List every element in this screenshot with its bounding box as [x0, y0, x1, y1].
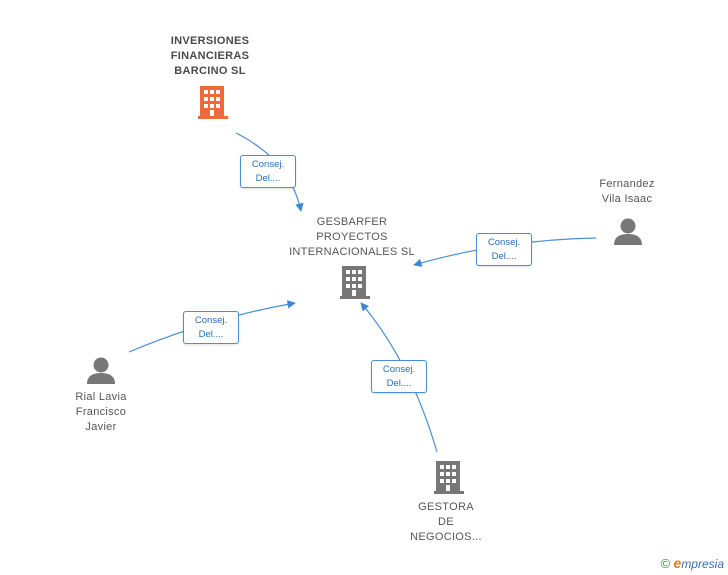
person-icon[interactable] — [87, 357, 115, 385]
edge-label-line: Del.... — [255, 173, 281, 184]
edge-label-gestora-gesbarfer[interactable]: Consej. Del.... — [371, 360, 427, 393]
copyright-icon: © — [660, 556, 671, 571]
building-icon[interactable] — [198, 86, 228, 119]
building-icon[interactable] — [340, 266, 370, 299]
node-label-rial[interactable]: Rial Lavia Francisco Javier — [54, 390, 148, 435]
edge-label-line: Consej. — [251, 159, 285, 170]
node-label-line: GESBARFER — [316, 216, 388, 228]
node-label-line: Fernandez — [599, 178, 655, 190]
node-label-line: BARCINO SL — [174, 65, 246, 77]
edge-label-rial-gesbarfer[interactable]: Consej. Del.... — [183, 311, 239, 344]
node-label-fernandez[interactable]: Fernandez Vila Isaac — [580, 177, 674, 207]
edge-label-inversiones-gesbarfer[interactable]: Consej. Del.... — [240, 155, 296, 188]
node-label-line: Rial Lavia — [75, 391, 127, 403]
brand-logo-text: mpresia — [681, 557, 724, 571]
edge-label-line: Consej. — [194, 315, 228, 326]
brand-logo: © empresia — [661, 555, 724, 571]
node-label-line: INVERSIONES — [170, 35, 250, 47]
node-label-line: Javier — [85, 421, 117, 433]
node-label-line: Francisco — [75, 406, 127, 418]
node-label-gesbarfer[interactable]: GESBARFER PROYECTOS INTERNACIONALES SL — [282, 215, 422, 260]
node-label-inversiones[interactable]: INVERSIONES FINANCIERAS BARCINO SL — [150, 34, 270, 79]
node-label-line: PROYECTOS — [316, 231, 388, 243]
node-label-gestora[interactable]: GESTORA DE NEGOCIOS... — [400, 500, 492, 545]
person-icon[interactable] — [614, 218, 642, 246]
edge-label-line: Del.... — [491, 251, 517, 262]
node-label-line: Vila Isaac — [601, 193, 653, 205]
node-label-line: INTERNACIONALES SL — [289, 246, 415, 258]
building-icon[interactable] — [434, 461, 464, 494]
node-label-line: FINANCIERAS — [170, 50, 250, 62]
edge-label-line: Consej. — [487, 237, 521, 248]
node-label-line: GESTORA — [418, 501, 474, 513]
edge-label-line: Consej. — [382, 364, 416, 375]
edge-label-line: Del.... — [386, 378, 412, 389]
node-label-line: NEGOCIOS... — [410, 531, 482, 543]
brand-logo-initial: e — [673, 555, 682, 571]
node-label-line: DE — [438, 516, 454, 528]
edge-label-line: Del.... — [198, 329, 224, 340]
edge-label-fernandez-gesbarfer[interactable]: Consej. Del.... — [476, 233, 532, 266]
